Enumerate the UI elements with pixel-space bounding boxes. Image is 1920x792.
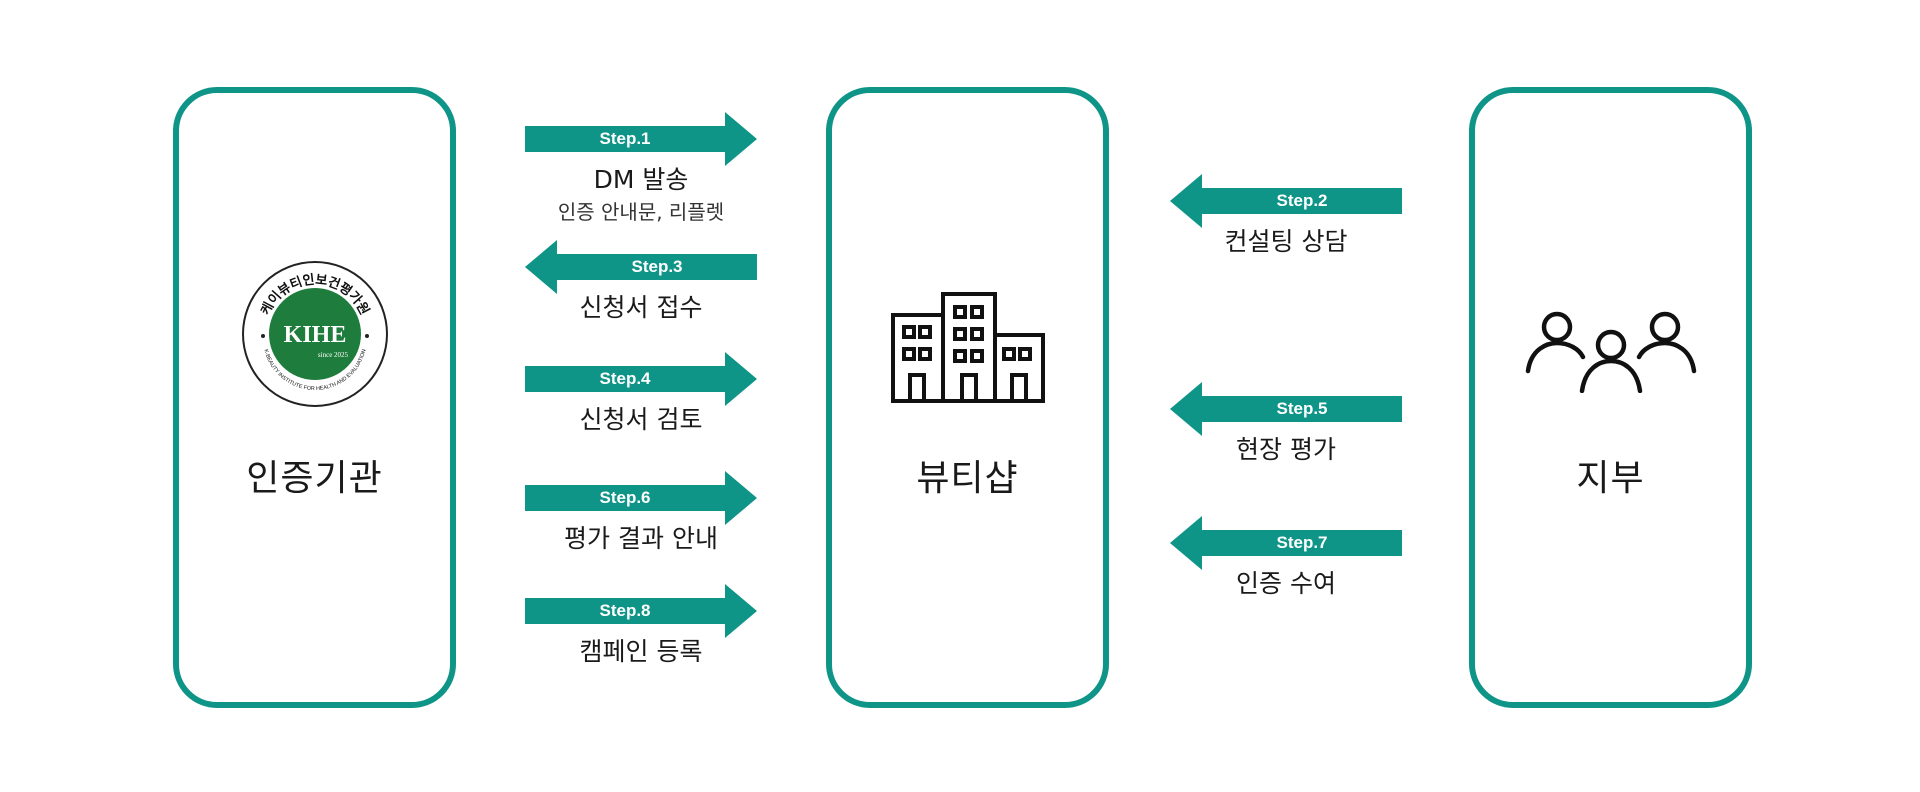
step2-label: Step.2 [1276,191,1328,210]
step7-caption: 인증 수여 [1236,569,1336,598]
step8-label: Step.8 [599,601,651,620]
certification-body-label: 인증기관 [246,458,383,499]
building-icon [890,292,1045,403]
step7-label: Step.7 [1276,533,1328,552]
step4-caption: 신청서 검토 [579,405,703,434]
step5-label: Step.5 [1276,399,1328,418]
step6-caption: 평가 결과 안내 [564,524,718,553]
branch-label: 지부 [1576,458,1645,499]
beauty-shop-label: 뷰티샵 [916,458,1019,499]
step2-caption: 컨설팅 상담 [1224,227,1348,256]
step3-arrow: Step.3 [525,238,757,296]
step5-arrow: Step.5 [1170,380,1402,438]
beauty-shop-box: 뷰티샵 [826,87,1109,708]
step2-arrow: Step.2 [1170,172,1402,230]
logo-since: since 2025 [317,351,348,359]
step6-arrow: Step.6 [525,469,757,527]
step3-caption: 신청서 접수 [579,293,703,322]
step1-subcaption: 인증 안내문, 리플렛 [557,200,725,224]
step5-caption: 현장 평가 [1236,435,1336,464]
certification-body-box: 케이뷰티인보건평가원 KIHE since 2025 K-BEAUTY INST… [173,87,456,708]
step4-label: Step.4 [599,369,651,388]
step4-arrow: Step.4 [525,350,757,408]
branch-box: 지부 [1469,87,1752,708]
step8-arrow: Step.8 [525,582,757,640]
step6-label: Step.6 [599,488,651,507]
step1-caption: DM 발송 [593,165,689,194]
step7-arrow: Step.7 [1170,514,1402,572]
logo-acronym: KIHE [283,322,346,348]
step3-label: Step.3 [631,257,683,276]
step1-arrow: Step.1 [525,110,757,168]
step8-caption: 캠페인 등록 [579,637,703,666]
kihe-logo: 케이뷰티인보건평가원 KIHE since 2025 K-BEAUTY INST… [241,261,388,407]
step1-label: Step.1 [599,129,651,148]
people-group-icon [1525,311,1696,393]
